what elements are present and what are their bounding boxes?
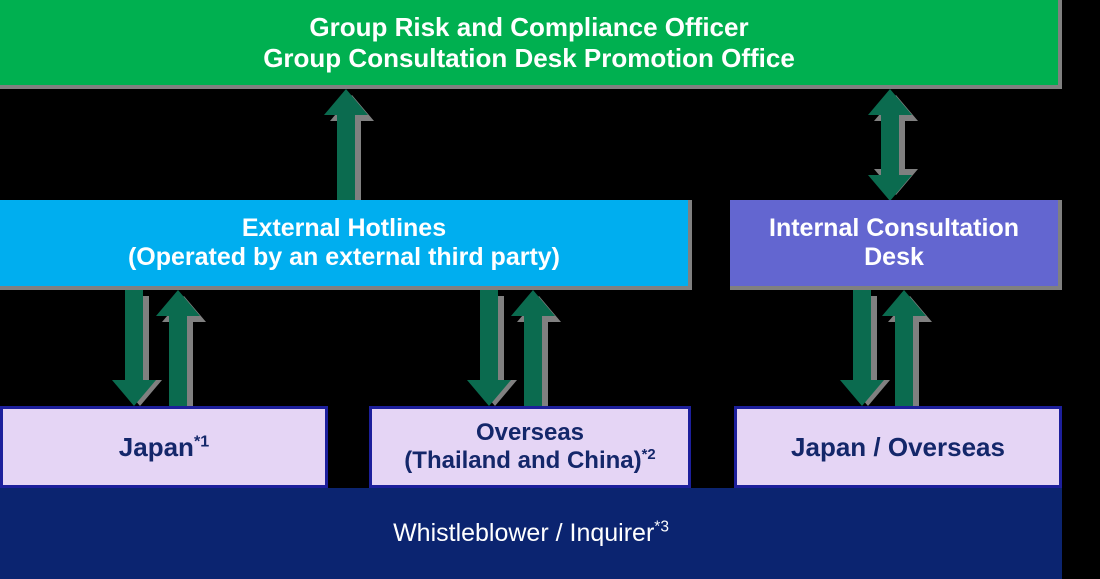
connector-internal-desk-to-officer-double-arrow [868, 89, 924, 201]
japan-footnote: *1 [193, 432, 210, 450]
overseas-footnote: *2 [641, 447, 656, 463]
connector-hotlines-to-japan-down-arrow [112, 290, 168, 406]
japan-label: Japan*1 [119, 432, 209, 463]
connector-japan-to-hotlines-up-arrow [156, 290, 212, 406]
internal-desk-line-1: Internal Consultation [769, 213, 1019, 242]
connector-overseas-to-hotlines-up-arrow [511, 290, 567, 406]
node-overseas: Overseas (Thailand and China)*2 [369, 406, 691, 488]
officer-label: Group Risk and Compliance Officer Group … [263, 12, 795, 73]
external-hotlines-line-1: External Hotlines [241, 213, 447, 242]
node-whistleblower-inquirer: Whistleblower / Inquirer*3 [0, 488, 1062, 579]
internal-desk-line-2: Desk [864, 243, 924, 271]
internal-desk-label: Internal Consultation Desk [769, 214, 1019, 273]
japan-overseas-label: Japan / Overseas [791, 431, 1005, 462]
overseas-line-2: (Thailand and China) [404, 447, 642, 474]
whistleblower-text: Whistleblower / Inquirer [393, 518, 655, 547]
connector-japan-overseas-to-internal-desk-up-arrow [882, 290, 938, 406]
overseas-label: Overseas (Thailand and China)*2 [404, 419, 655, 476]
officer-line-2: Group Consultation Desk Promotion Office [263, 42, 795, 73]
whistleblower-footnote: *3 [654, 518, 669, 536]
overseas-line-1: Overseas [475, 418, 585, 446]
connector-hotlines-to-officer-up-arrow [324, 89, 380, 201]
whistleblower-label: Whistleblower / Inquirer*3 [393, 519, 669, 549]
external-hotlines-line-2: (Operated by an external third party) [127, 243, 561, 271]
node-external-hotlines: External Hotlines (Operated by an extern… [0, 200, 692, 290]
node-group-risk-compliance-officer: Group Risk and Compliance Officer Group … [0, 0, 1062, 89]
japan-text: Japan [118, 431, 194, 462]
connector-hotlines-to-overseas-down-arrow [467, 290, 523, 406]
node-japan: Japan*1 [0, 406, 328, 488]
officer-line-1: Group Risk and Compliance Officer [309, 11, 749, 42]
node-internal-consultation-desk: Internal Consultation Desk [730, 200, 1062, 290]
external-hotlines-label: External Hotlines (Operated by an extern… [128, 214, 560, 273]
node-japan-overseas: Japan / Overseas [734, 406, 1062, 488]
connector-internal-desk-to-japan-overseas-down-arrow [840, 290, 896, 406]
